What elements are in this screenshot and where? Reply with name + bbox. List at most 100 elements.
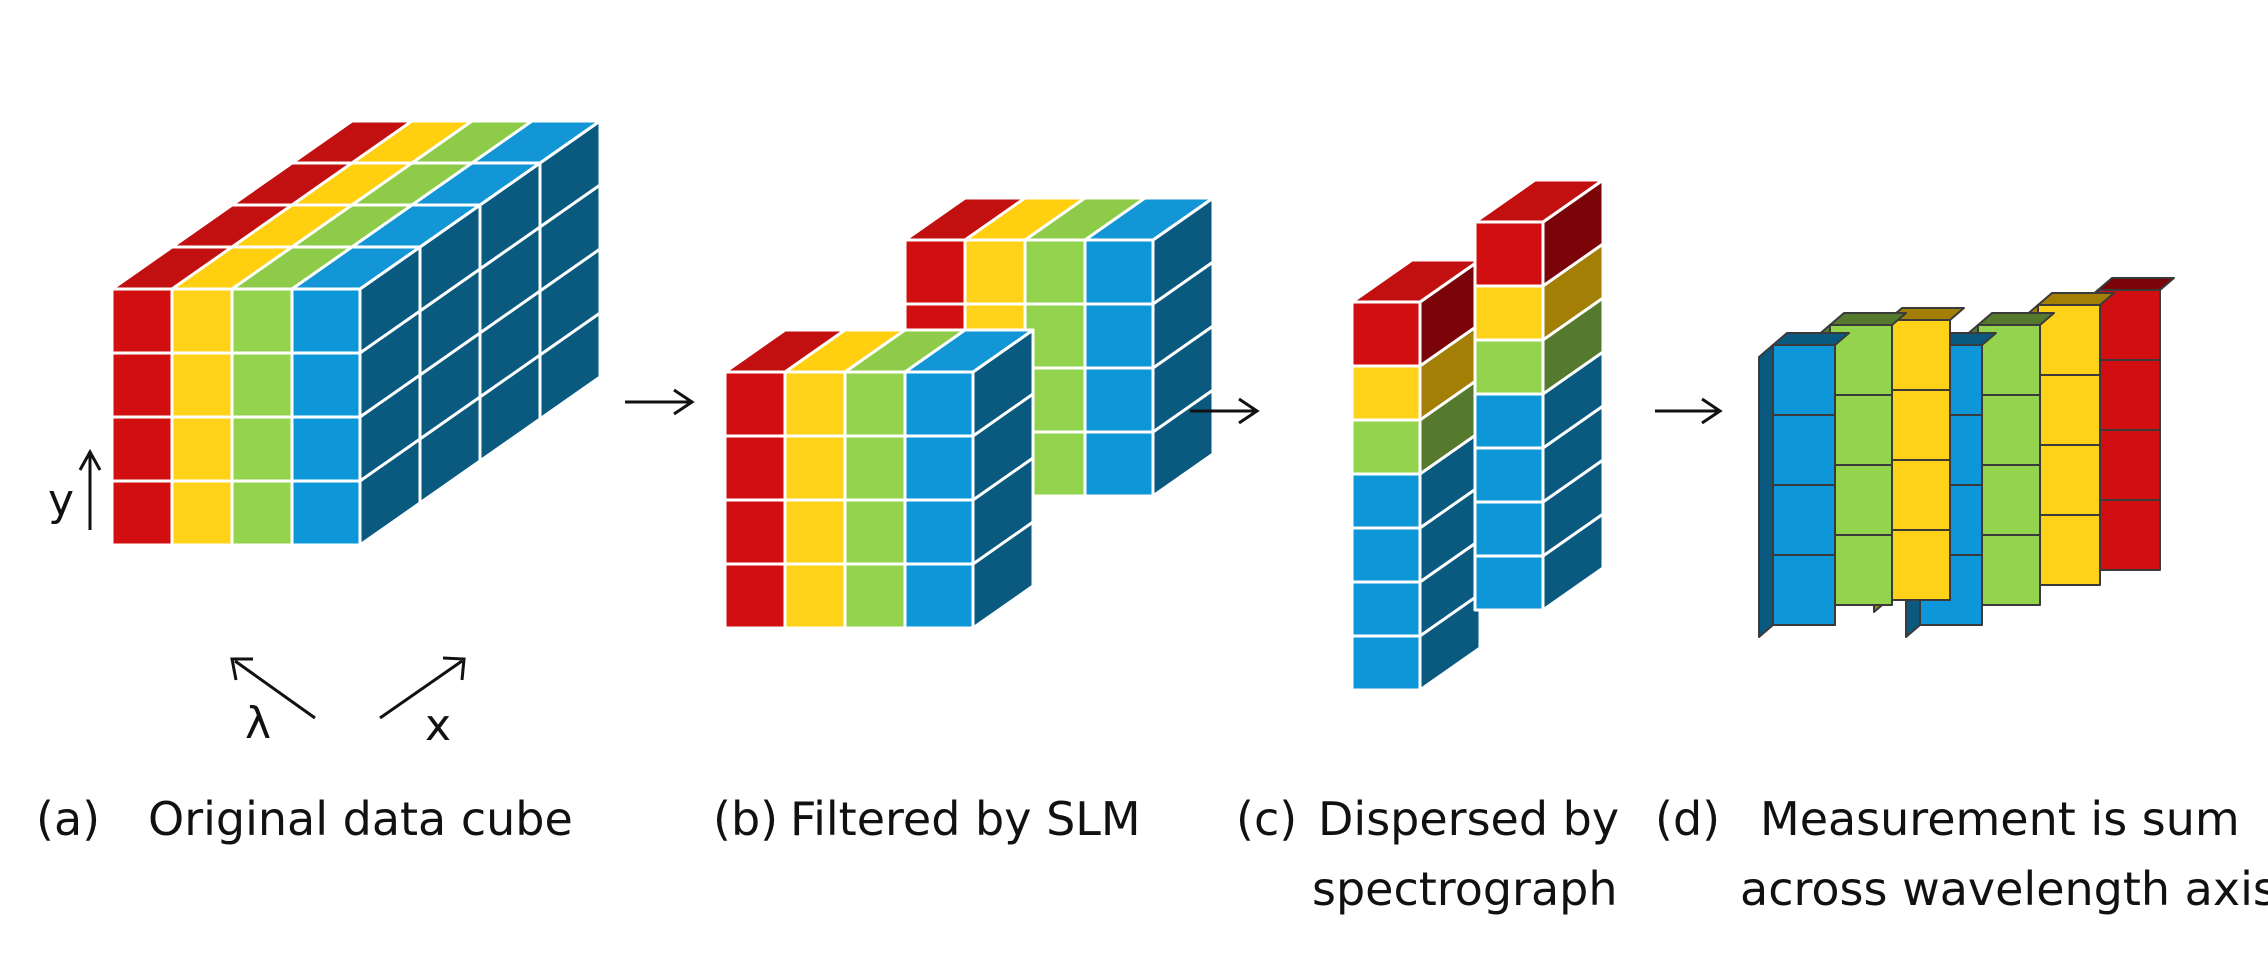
- dispersed-stack: [1473, 178, 1605, 612]
- red-cube-front: [723, 434, 795, 502]
- cube-edge: [359, 373, 421, 419]
- cube-edge: [419, 331, 481, 377]
- panel-b-tag: (b): [713, 792, 778, 846]
- red-cube: [1473, 178, 1605, 288]
- panel-a-original-cube: [110, 119, 602, 547]
- blue-stack-top: [1772, 332, 1850, 346]
- green-cube-front: [1023, 302, 1095, 370]
- panel-c-tag: (c): [1236, 792, 1297, 846]
- cube-edge: [972, 520, 1034, 566]
- yellow-stack-cell: [1887, 389, 1951, 461]
- blue-cube-front: [903, 562, 975, 630]
- blue-cube-front: [903, 370, 975, 438]
- panel-d-caption-line2: across wavelength axis: [1740, 862, 2268, 916]
- blue-cube-front: [1083, 238, 1155, 306]
- red-cube-front: [110, 287, 182, 355]
- green-cube-front: [843, 370, 915, 438]
- yellow-cube-front: [783, 498, 855, 566]
- panel-d-tag: (d): [1655, 792, 1720, 846]
- cube-edge: [972, 392, 1034, 438]
- yellow-stack-cell: [2037, 444, 2101, 516]
- cube-edge: [539, 247, 601, 293]
- yellow-stack-cell: [1887, 529, 1951, 601]
- cube-edge: [419, 267, 481, 313]
- yellow-cube-front: [170, 415, 242, 483]
- green-cube-front: [230, 415, 302, 483]
- panel-c-dispersed-columns: [1350, 178, 1605, 692]
- green-cube-front: [230, 351, 302, 419]
- yellow-cube-front: [170, 479, 242, 547]
- panel-c-caption-line2: spectrograph: [1312, 862, 1618, 916]
- blue-stack-cell: [1772, 554, 1836, 626]
- red-stack-top: [2097, 277, 2175, 291]
- cube-edge: [1152, 388, 1214, 434]
- green-cube-front: [1023, 430, 1095, 498]
- yellow-cube-front: [170, 287, 242, 355]
- lambda-axis-indicator: λ: [230, 657, 316, 749]
- green-cube-front: [1023, 238, 1095, 306]
- red-stack-cell: [2097, 289, 2161, 361]
- cube-edge: [479, 225, 541, 271]
- right-arrow: [625, 388, 695, 416]
- y-axis-label: y: [48, 475, 74, 526]
- green-stack-cell: [1977, 394, 2041, 466]
- green-stack-top: [1977, 312, 2055, 326]
- blue-stack-cell: [1772, 414, 1836, 486]
- green-stack-cell: [1977, 464, 2041, 536]
- red-cube-front: [1350, 300, 1422, 368]
- green-cube-front: [843, 434, 915, 502]
- cube-edge: [1152, 260, 1214, 306]
- right-arrow: [1190, 397, 1260, 425]
- blue-cube-column: [903, 328, 1035, 630]
- red-cube-front: [723, 370, 795, 438]
- blue-cube-top: [903, 328, 1035, 374]
- green-cube-front: [843, 562, 915, 630]
- blue-cube-front: [903, 498, 975, 566]
- cube-edge: [539, 311, 601, 357]
- yellow-cube-front: [783, 434, 855, 502]
- cube-edge: [972, 456, 1034, 502]
- yellow-stack-cell: [1887, 319, 1951, 391]
- yellow-stack-cell: [1887, 459, 1951, 531]
- lambda-axis-label: λ: [245, 698, 271, 749]
- dispersed-stack: [1350, 258, 1482, 692]
- panel-b-caption: Filtered by SLM: [790, 792, 1141, 846]
- blue-cube-column: [290, 245, 422, 547]
- red-cube: [1350, 258, 1482, 368]
- blue-cube-top: [290, 245, 422, 291]
- blue-cube-front: [1083, 366, 1155, 434]
- panel-a-caption: Original data cube: [148, 792, 573, 846]
- red-cube-top: [1473, 178, 1605, 224]
- blue-stack-cell: [1772, 344, 1836, 416]
- cube-edge: [419, 395, 481, 441]
- green-stack-cell: [1829, 464, 1893, 536]
- blue-cube-front: [1083, 302, 1155, 370]
- cube-edge: [479, 353, 541, 399]
- green-cube-front: [1023, 366, 1095, 434]
- red-cube-front: [110, 415, 182, 483]
- blue-measurement-stack: [1758, 332, 1850, 638]
- green-stack-cell: [1829, 534, 1893, 606]
- red-cube-front: [110, 351, 182, 419]
- panel-d-caption-line1: Measurement is sum: [1760, 792, 2240, 846]
- red-cube-front: [723, 498, 795, 566]
- right-arrow: [1655, 397, 1723, 425]
- yellow-stack-top: [2037, 292, 2115, 306]
- red-stack-cell: [2097, 429, 2161, 501]
- cube-edge: [359, 309, 421, 355]
- green-cube-front: [230, 287, 302, 355]
- blue-cube-front: [290, 415, 362, 483]
- y-axis-indicator: y: [48, 448, 102, 530]
- x-axis-label: x: [425, 700, 451, 751]
- panel-d-measurement-stacks: [1758, 277, 2175, 638]
- panel-c-caption-line1: Dispersed by: [1318, 792, 1619, 846]
- yellow-cube-front: [170, 351, 242, 419]
- cube-edge: [359, 437, 421, 483]
- blue-cube-front: [290, 351, 362, 419]
- green-stack-top: [1829, 312, 1907, 326]
- red-cube-front: [110, 479, 182, 547]
- blue-stack-side: [1758, 344, 1774, 638]
- green-stack-cell: [1977, 534, 2041, 606]
- red-stack-cell: [2097, 359, 2161, 431]
- blue-cube-front: [903, 434, 975, 502]
